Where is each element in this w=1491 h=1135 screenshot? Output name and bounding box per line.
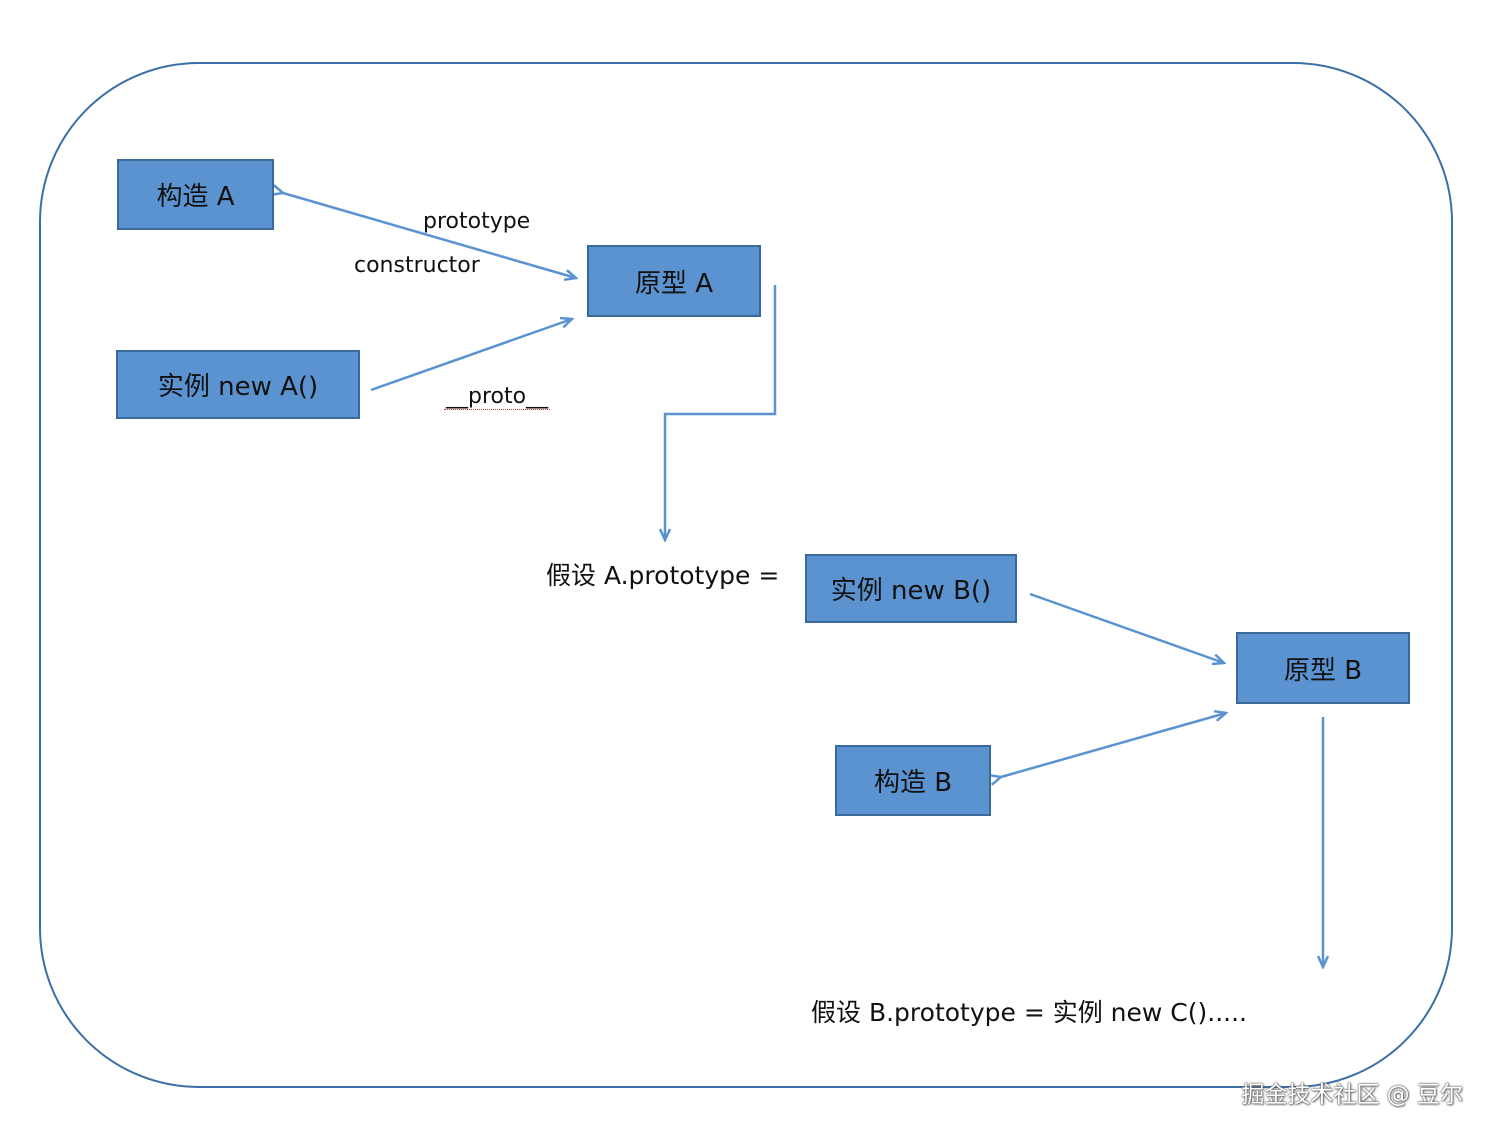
watermark: 掘金技术社区 @ 豆尔 [1241, 1082, 1463, 1108]
instance-b-label: 实例 new B() [830, 576, 992, 606]
prototype-label: prototype [423, 209, 531, 234]
constructor-label: constructor [354, 253, 480, 278]
constructor-a-box: 构造 A [117, 159, 274, 230]
constructor-a-label: 构造 A [156, 182, 235, 212]
constructor-b-box: 构造 B [835, 745, 991, 816]
diagram-frame [39, 62, 1453, 1088]
prototype-b-label: 原型 B [1283, 655, 1363, 686]
prototype-a-label: 原型 A [634, 268, 714, 299]
prototype-a-box: 原型 A [587, 245, 761, 317]
arrow-proto-a-to-instance-b [665, 285, 777, 540]
proto-label: __proto__ [444, 384, 551, 410]
assume-b-label: 假设 B.prototype = 实例 new C()..... [811, 998, 1247, 1027]
constructor-b-label: 构造 B [873, 768, 953, 798]
assume-a-label: 假设 A.prototype = [546, 561, 780, 590]
arrow-prototype-a [283, 193, 576, 278]
instance-a-label: 实例 new A() [157, 372, 319, 402]
arrow-proto-a [370, 319, 572, 392]
instance-b-box: 实例 new B() [805, 554, 1017, 623]
arrow-constructor-b [1001, 713, 1226, 777]
arrow-proto-b [1029, 592, 1224, 663]
instance-a-box: 实例 new A() [116, 350, 360, 419]
prototype-b-box: 原型 B [1236, 632, 1410, 704]
